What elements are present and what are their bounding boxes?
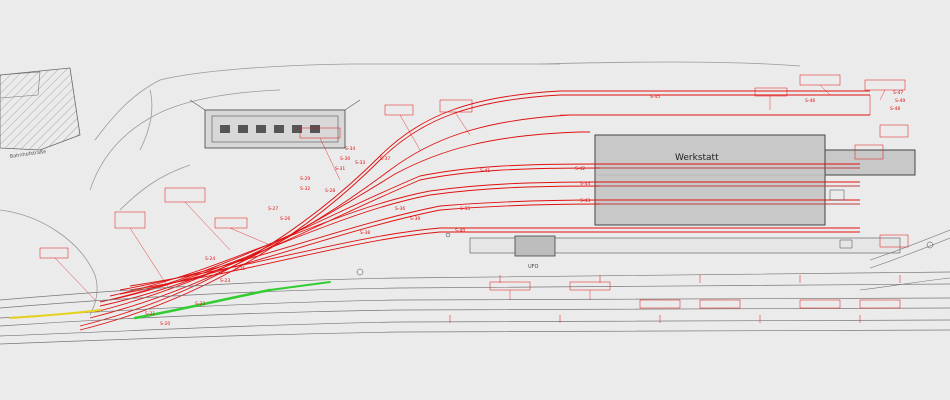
- right-side-tracks: [859, 229, 950, 291]
- track-label: S-47: [893, 90, 903, 96]
- track-label: S-44: [580, 181, 590, 187]
- track-label: S-37: [380, 156, 390, 162]
- track-label: S-21: [145, 311, 155, 317]
- track-label: S-46: [805, 98, 815, 104]
- equipment-symbols: [356, 189, 934, 276]
- track-label: S-36: [395, 206, 405, 212]
- track-label: S-32: [300, 186, 310, 192]
- track-label: S-24: [205, 256, 215, 262]
- track-label: S-35: [460, 206, 470, 212]
- track-label: S-42: [575, 166, 585, 172]
- main-line-tracks: [0, 271, 950, 345]
- track-label: S-26: [280, 216, 290, 222]
- track-label: S-22: [195, 301, 205, 307]
- track-label: S-40: [455, 228, 465, 234]
- track-label: S-38: [360, 230, 370, 236]
- track-label: S-27: [268, 206, 278, 212]
- track-label: S-45: [650, 94, 660, 100]
- track-label: S-20: [160, 321, 170, 327]
- track-label: S-49: [895, 98, 905, 104]
- platform-label: UFO: [528, 264, 539, 270]
- track-label: S-33: [355, 160, 365, 166]
- track-label: S-39: [410, 216, 420, 222]
- terrain-lines: [0, 61, 801, 316]
- highlight-segments: [9, 281, 331, 320]
- workshop-building: Werkstatt: [594, 134, 916, 226]
- leader-lines: [54, 84, 886, 301]
- track-label: S-25: [235, 266, 245, 272]
- track-label: S-31: [335, 166, 345, 172]
- track-label: S-30: [340, 156, 350, 162]
- track-label: S-29: [300, 176, 310, 182]
- track-ties: [600, 167, 860, 205]
- track-label: S-28: [325, 188, 335, 194]
- track-label: S-23: [220, 278, 230, 284]
- track-labels: S-49 S-48 S-47 S-46 S-45 S-44 S-43 S-42 …: [145, 90, 905, 327]
- track-label: S-41: [480, 168, 490, 174]
- workshop-label: Werkstatt: [675, 153, 719, 163]
- track-label: S-43: [580, 198, 590, 204]
- track-label: S-48: [890, 106, 900, 112]
- street-label: Bahnhofstraße: [9, 149, 46, 160]
- track-label: S-34: [345, 146, 355, 152]
- existing-building-left: [0, 67, 81, 151]
- dimension-ticks: [449, 275, 901, 323]
- platform: UFO: [469, 235, 901, 270]
